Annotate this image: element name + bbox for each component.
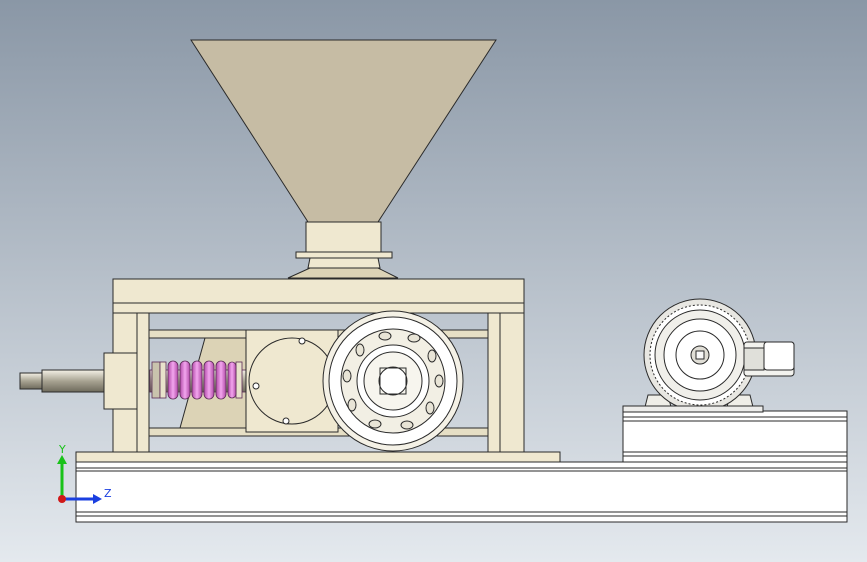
- triad-z-label: Z: [104, 487, 112, 500]
- hopper: [190, 39, 497, 279]
- base-rail: [75, 461, 848, 523]
- motor-rail: [622, 410, 848, 463]
- output-shaft: [19, 352, 138, 410]
- drive-pulley: [322, 310, 464, 452]
- compression-spring: [149, 360, 251, 400]
- base-plate: [75, 451, 561, 463]
- triad-y-label: Y: [59, 443, 66, 456]
- electric-motor: [622, 298, 795, 413]
- axis-triad: [57, 455, 102, 504]
